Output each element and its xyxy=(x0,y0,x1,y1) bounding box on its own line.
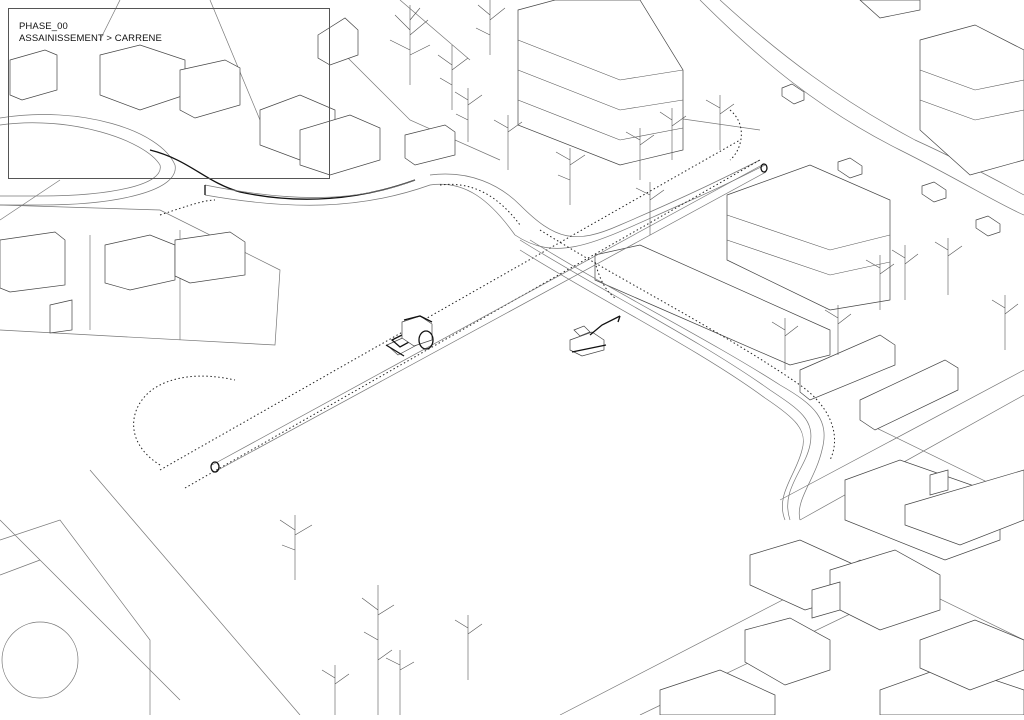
road-roller-icon xyxy=(385,315,434,357)
trees xyxy=(279,0,1019,715)
phase-subtitle: ASSAINISSEMENT > CARRENE xyxy=(19,33,162,44)
title-block-frame xyxy=(8,8,330,179)
phase-title: PHASE_00 xyxy=(19,21,68,32)
excavator-icon xyxy=(569,315,621,357)
road-network xyxy=(133,109,836,521)
car-icon xyxy=(781,83,1001,237)
